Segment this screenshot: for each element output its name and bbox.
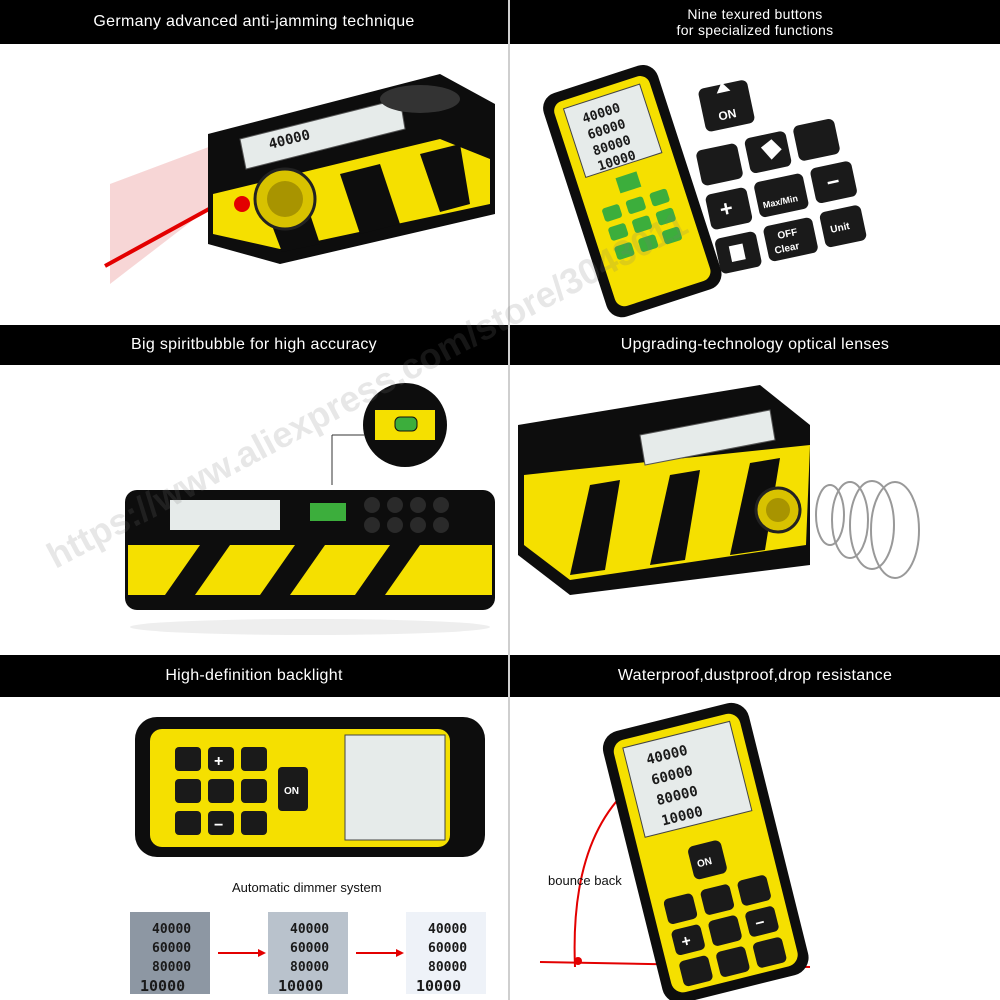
device-side-view-image <box>125 383 495 635</box>
panel-title: Big spiritbubble for high accuracy <box>131 336 377 353</box>
panel-banner: Nine texured buttons for specialized fun… <box>510 0 1000 44</box>
panel-title-line2: for specialized functions <box>676 22 834 38</box>
panel-title-line1: Nine texured buttons <box>687 6 823 22</box>
device-drop-image: bounce back 40000 60000 80000 10000 ON +… <box>539 702 811 1000</box>
svg-text:60000: 60000 <box>290 941 329 956</box>
device-backlight-image: + − ON Automatic dimmer system 40000 600… <box>130 717 486 995</box>
device-with-keypad-image: 40000 60000 80000 10000 ON <box>543 65 867 318</box>
clear-key-label: Clear <box>774 241 801 257</box>
panel-backlight: High-definition backlight + − ON Automat… <box>0 655 508 1000</box>
panel-banner: Germany advanced anti-jamming technique <box>0 0 508 44</box>
on-key <box>698 80 755 132</box>
panel-banner: Upgrading-technology optical lenses <box>510 325 1000 365</box>
dimmer-caption: Automatic dimmer system <box>232 880 382 895</box>
svg-text:10000: 10000 <box>278 977 323 995</box>
vertical-divider <box>508 325 510 655</box>
panel-optical-lenses: Upgrading-technology optical lenses <box>510 325 1000 655</box>
svg-text:80000: 80000 <box>152 960 191 975</box>
laser-meter-image: 40000 <box>104 74 495 284</box>
panel-title: High-definition backlight <box>165 667 343 684</box>
panel-banner: High-definition backlight <box>0 655 508 697</box>
svg-text:60000: 60000 <box>152 941 191 956</box>
device-laser-illustration: 40000 <box>0 44 508 325</box>
minus-key-label: − <box>214 817 223 834</box>
bounce-back-caption: bounce back <box>548 873 622 888</box>
minus-key-label: − <box>753 914 766 933</box>
spirit-bubble-illustration <box>0 365 508 655</box>
svg-text:40000: 40000 <box>152 922 191 937</box>
svg-text:60000: 60000 <box>428 941 467 956</box>
svg-text:40000: 40000 <box>428 922 467 937</box>
panel-title: Upgrading-technology optical lenses <box>620 336 890 353</box>
on-key-label: ON <box>717 106 738 123</box>
svg-text:40000: 40000 <box>290 922 329 937</box>
backlight-illustration: + − ON Automatic dimmer system 40000 600… <box>0 697 508 1000</box>
vertical-divider <box>508 0 510 325</box>
optical-lens-illustration <box>510 365 1000 655</box>
device-lens-image <box>518 385 920 595</box>
buttons-illustration: 40000 60000 80000 10000 ON <box>510 44 1000 325</box>
vertical-divider <box>508 655 510 1000</box>
off-key-label: OFF <box>777 227 799 242</box>
lcd-stage-dim: 40000 60000 80000 10000 <box>130 912 210 995</box>
panel-anti-jamming: Germany advanced anti-jamming technique … <box>0 0 508 325</box>
lcd-stage-medium: 40000 60000 80000 10000 <box>268 912 348 995</box>
panel-title: Germany advanced anti-jamming technique <box>93 13 415 30</box>
panel-spirit-bubble: Big spiritbubble for high accuracy <box>0 325 508 655</box>
drop-resistance-illustration: bounce back 40000 60000 80000 10000 ON +… <box>510 697 1000 1000</box>
minus-key-label: − <box>824 168 842 195</box>
unit-key-label: Unit <box>830 221 852 236</box>
on-key-label: ON <box>284 786 299 797</box>
plus-key-label: + <box>214 753 223 770</box>
panel-title: Waterproof,dustproof,drop resistance <box>617 667 893 684</box>
lcd-stage-bright: 40000 60000 80000 10000 <box>406 912 486 995</box>
panel-banner: Waterproof,dustproof,drop resistance <box>510 655 1000 697</box>
panel-waterproof: Waterproof,dustproof,drop resistance bou… <box>510 655 1000 1000</box>
plus-key-label: + <box>717 195 735 222</box>
on-key-label: ON <box>696 856 713 870</box>
svg-text:80000: 80000 <box>428 960 467 975</box>
plus-key-label: + <box>680 933 693 952</box>
panel-banner: Big spiritbubble for high accuracy <box>0 325 508 365</box>
svg-text:10000: 10000 <box>140 977 185 995</box>
panel-buttons: Nine texured buttons for specialized fun… <box>510 0 1000 325</box>
svg-text:80000: 80000 <box>290 960 329 975</box>
svg-text:10000: 10000 <box>416 977 461 995</box>
